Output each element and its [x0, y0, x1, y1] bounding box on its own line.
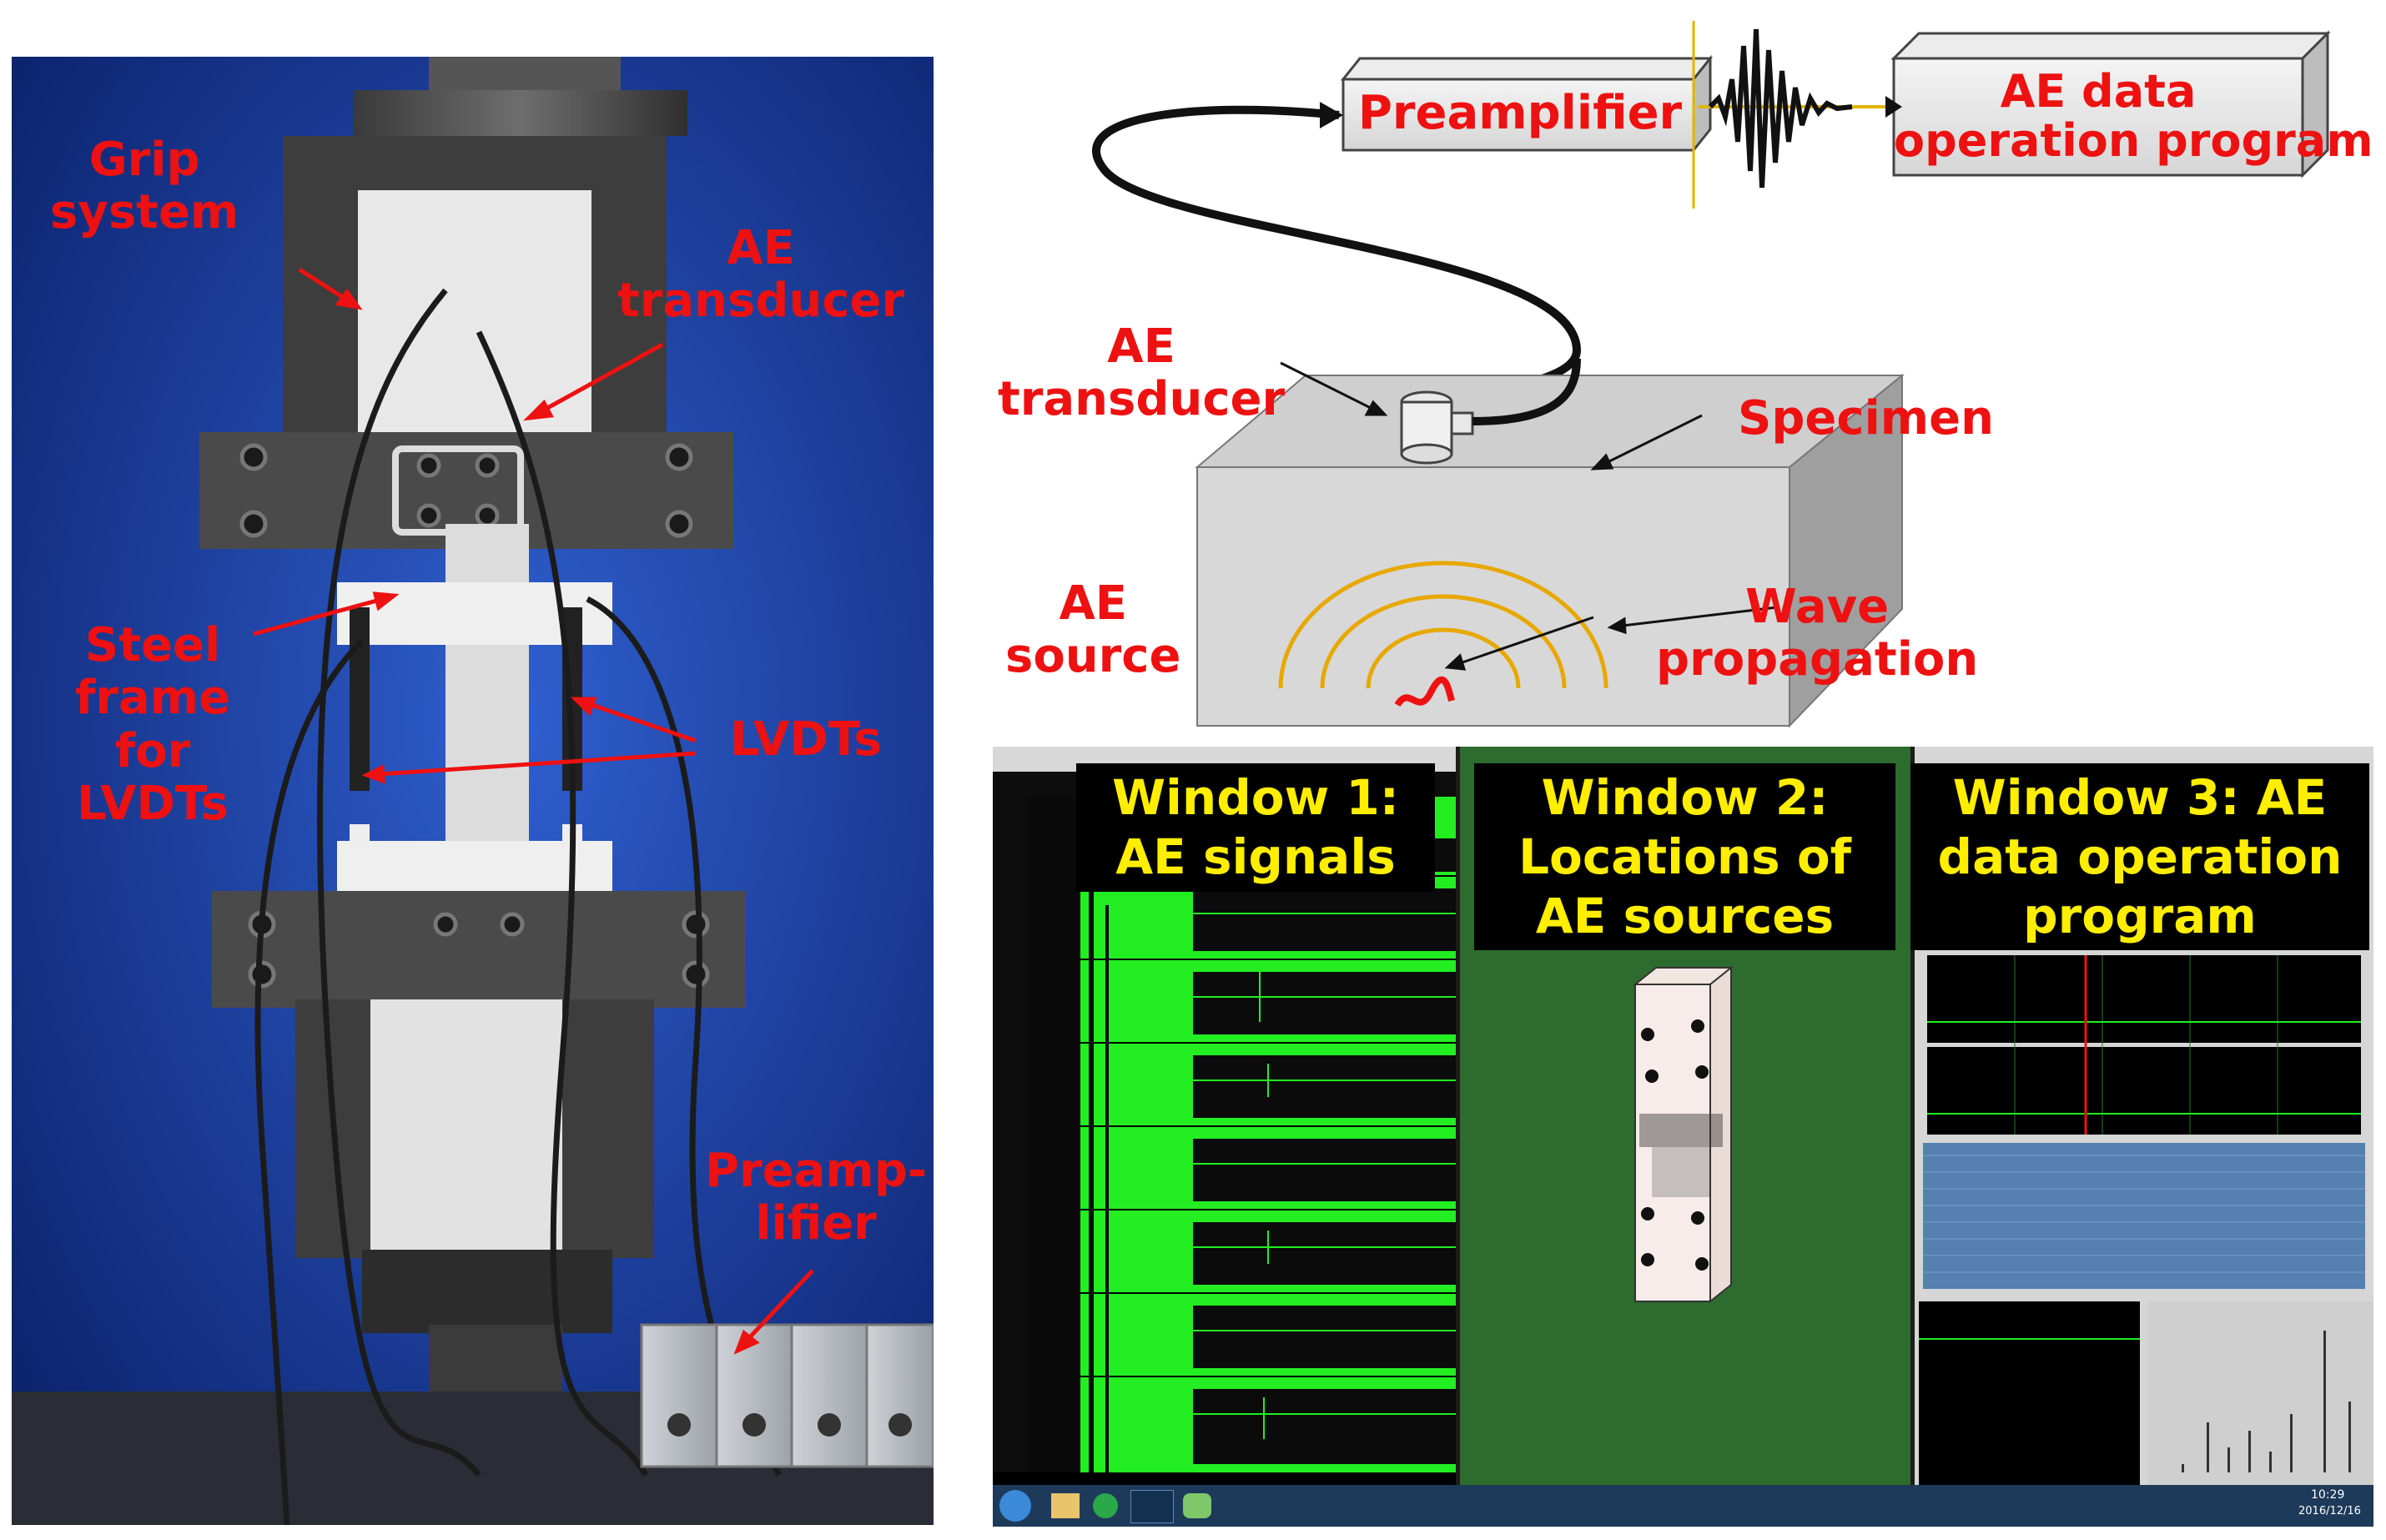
window-3-title: Window 3: AE data operation program [1910, 763, 2369, 951]
clock-date: 2016/12/16 [2298, 1505, 2361, 1517]
specimen-label: Specimen [1738, 391, 1994, 445]
wave-arcs [1278, 561, 1608, 689]
preamplifier-box-label: Preamplifier [1357, 86, 1683, 140]
preamplifier-photo-label: Preamp- lifier [705, 1144, 928, 1251]
ae-schematic-diagram [1092, 21, 2331, 728]
ae-transducer-icon [1400, 358, 1581, 465]
test-setup-photo [12, 57, 934, 1525]
window-2-title: Window 2: Locations of AE sources [1474, 763, 1895, 951]
taskbar-chat-icon[interactable] [1183, 1493, 1211, 1518]
ae-source-mark [1394, 676, 1455, 707]
steel-frame-label: Steel frame for LVDTs [75, 618, 231, 831]
wave-propagation-label: Wave propagation [1656, 580, 1979, 687]
taskbar-folder-icon[interactable] [1051, 1493, 1080, 1518]
ae-program-box [1890, 30, 2331, 179]
clock-time: 10:29 [2311, 1488, 2345, 1502]
software-screenshot: Window 1: AE signals Window 2: Locations… [993, 747, 2373, 1527]
ae-transducer-schematic-label: AE transducer [998, 320, 1286, 427]
ae-program-box-label: AE data operation program [1894, 65, 2373, 168]
preamplifier-box [1340, 54, 1714, 154]
waveform-icon [1698, 28, 1902, 189]
specimen-block [1195, 373, 1905, 728]
window-1-title: Window 1: AE signals [1076, 763, 1435, 892]
taskbar: 10:29 2016/12/16 [993, 1485, 2373, 1527]
ae-source-label: AE source [1005, 576, 1181, 684]
start-button[interactable] [999, 1490, 1031, 1522]
taskbar-ae-app-icon[interactable] [1130, 1490, 1174, 1523]
test-setup-illustration [12, 57, 934, 1525]
ae-transducer-photo-label: AE transducer [617, 221, 905, 329]
grip-system-label: Grip system [50, 133, 239, 240]
lvdts-label: LVDTs [730, 712, 882, 767]
taskbar-browser-icon[interactable] [1093, 1493, 1118, 1518]
